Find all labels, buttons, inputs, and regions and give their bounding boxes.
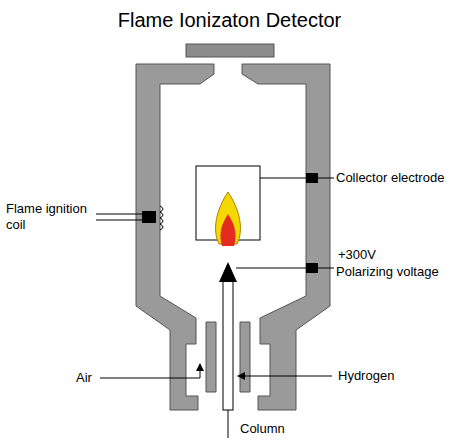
part-label: Column: [240, 421, 320, 437]
flame-inner: [220, 214, 235, 246]
base-right: [240, 322, 250, 392]
coil-feedthrough: [142, 211, 156, 223]
column-line: [228, 410, 229, 438]
base-left: [206, 322, 216, 392]
part-label: Polarizing voltage: [336, 264, 455, 280]
polarizing-wire: [236, 268, 334, 269]
coil-wire: [96, 220, 142, 221]
hydrogen-arrow: [238, 376, 332, 377]
ignition-coil: [160, 206, 163, 230]
jet: [219, 262, 237, 282]
polarizing-feedthrough: [306, 263, 318, 273]
gas-label: Hydrogen: [338, 368, 448, 384]
top-cap: [186, 44, 274, 57]
collector-wire: [260, 178, 334, 179]
collector-feedthrough: [306, 173, 318, 183]
gas-label: Air: [76, 370, 98, 386]
coil-wire: [96, 214, 142, 215]
part-label: Flame ignition coil: [6, 201, 98, 233]
air-arrow: [100, 364, 200, 378]
column-tube: [223, 280, 233, 410]
part-label: Collector electrode: [336, 170, 455, 186]
voltage-label: +300V: [338, 247, 448, 263]
diagram-title: Flame Ionizaton Detector: [0, 8, 459, 32]
